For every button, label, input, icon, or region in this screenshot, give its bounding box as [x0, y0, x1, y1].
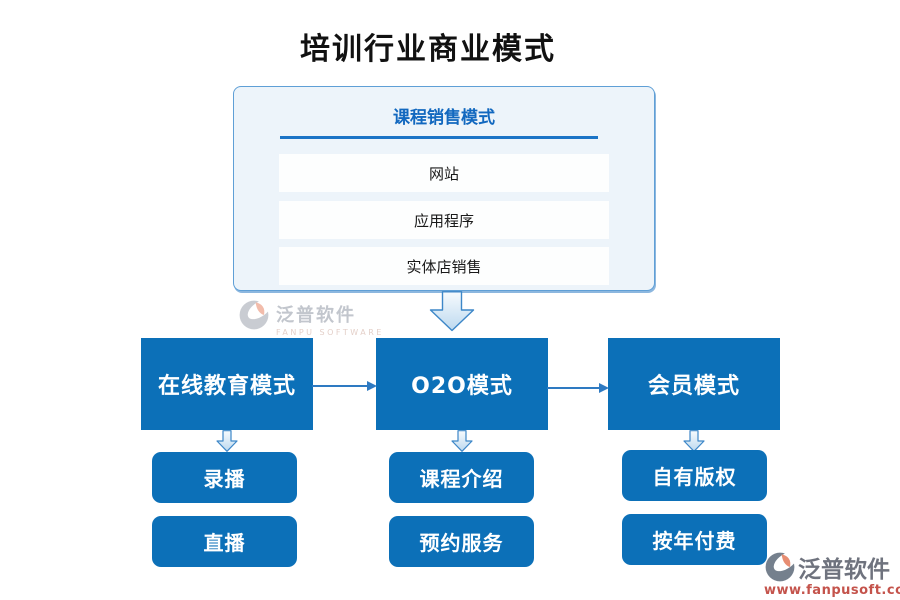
course-sales-panel: 课程销售模式 网站 应用程序 实体店销售 [233, 86, 655, 291]
watermark-bottom-right: 泛普软件 www.fanpusoft.com [764, 550, 900, 598]
node-o2o-model: O2O模式 [376, 338, 548, 430]
panel-item-application: 应用程序 [279, 201, 609, 239]
watermark-brand: 泛普软件 [798, 556, 890, 583]
leaf-own-copyright: 自有版权 [622, 450, 767, 501]
down-arrow-big-icon [429, 291, 475, 332]
node-membership-model: 会员模式 [608, 338, 780, 430]
panel-header: 课程销售模式 [393, 108, 495, 128]
page-title: 培训行业商业模式 [300, 32, 556, 67]
leaf-live-broadcast: 直播 [152, 516, 297, 567]
watermark-url: www.fanpusoft.com [764, 583, 900, 598]
leaf-annual-payment: 按年付费 [622, 514, 767, 565]
right-arrow-icon [547, 383, 609, 393]
node-online-education-model: 在线教育模式 [141, 338, 313, 430]
down-arrow-small-icon [216, 430, 238, 452]
down-arrow-small-icon [451, 430, 473, 452]
watermark-brand: 泛普软件 [276, 305, 356, 326]
down-arrow-small-icon [683, 430, 705, 452]
leaf-booking-service: 预约服务 [389, 516, 534, 567]
right-arrow-icon [312, 381, 377, 391]
watermark-tagline: FANPU SOFTWARE [276, 328, 384, 337]
watermark-center: 泛普软件 FANPU SOFTWARE [238, 299, 384, 337]
leaf-course-introduction: 课程介绍 [389, 452, 534, 503]
panel-divider [280, 136, 598, 139]
panel-item-website: 网站 [279, 154, 609, 192]
leaf-recorded-broadcast: 录播 [152, 452, 297, 503]
fanpu-logo-icon [239, 299, 270, 330]
watermark-corner-row: 泛普软件 [764, 550, 900, 584]
panel-item-store-sales: 实体店销售 [279, 247, 609, 285]
watermark-center-text: 泛普软件 FANPU SOFTWARE [276, 299, 384, 337]
fanpu-logo-icon [765, 551, 796, 582]
